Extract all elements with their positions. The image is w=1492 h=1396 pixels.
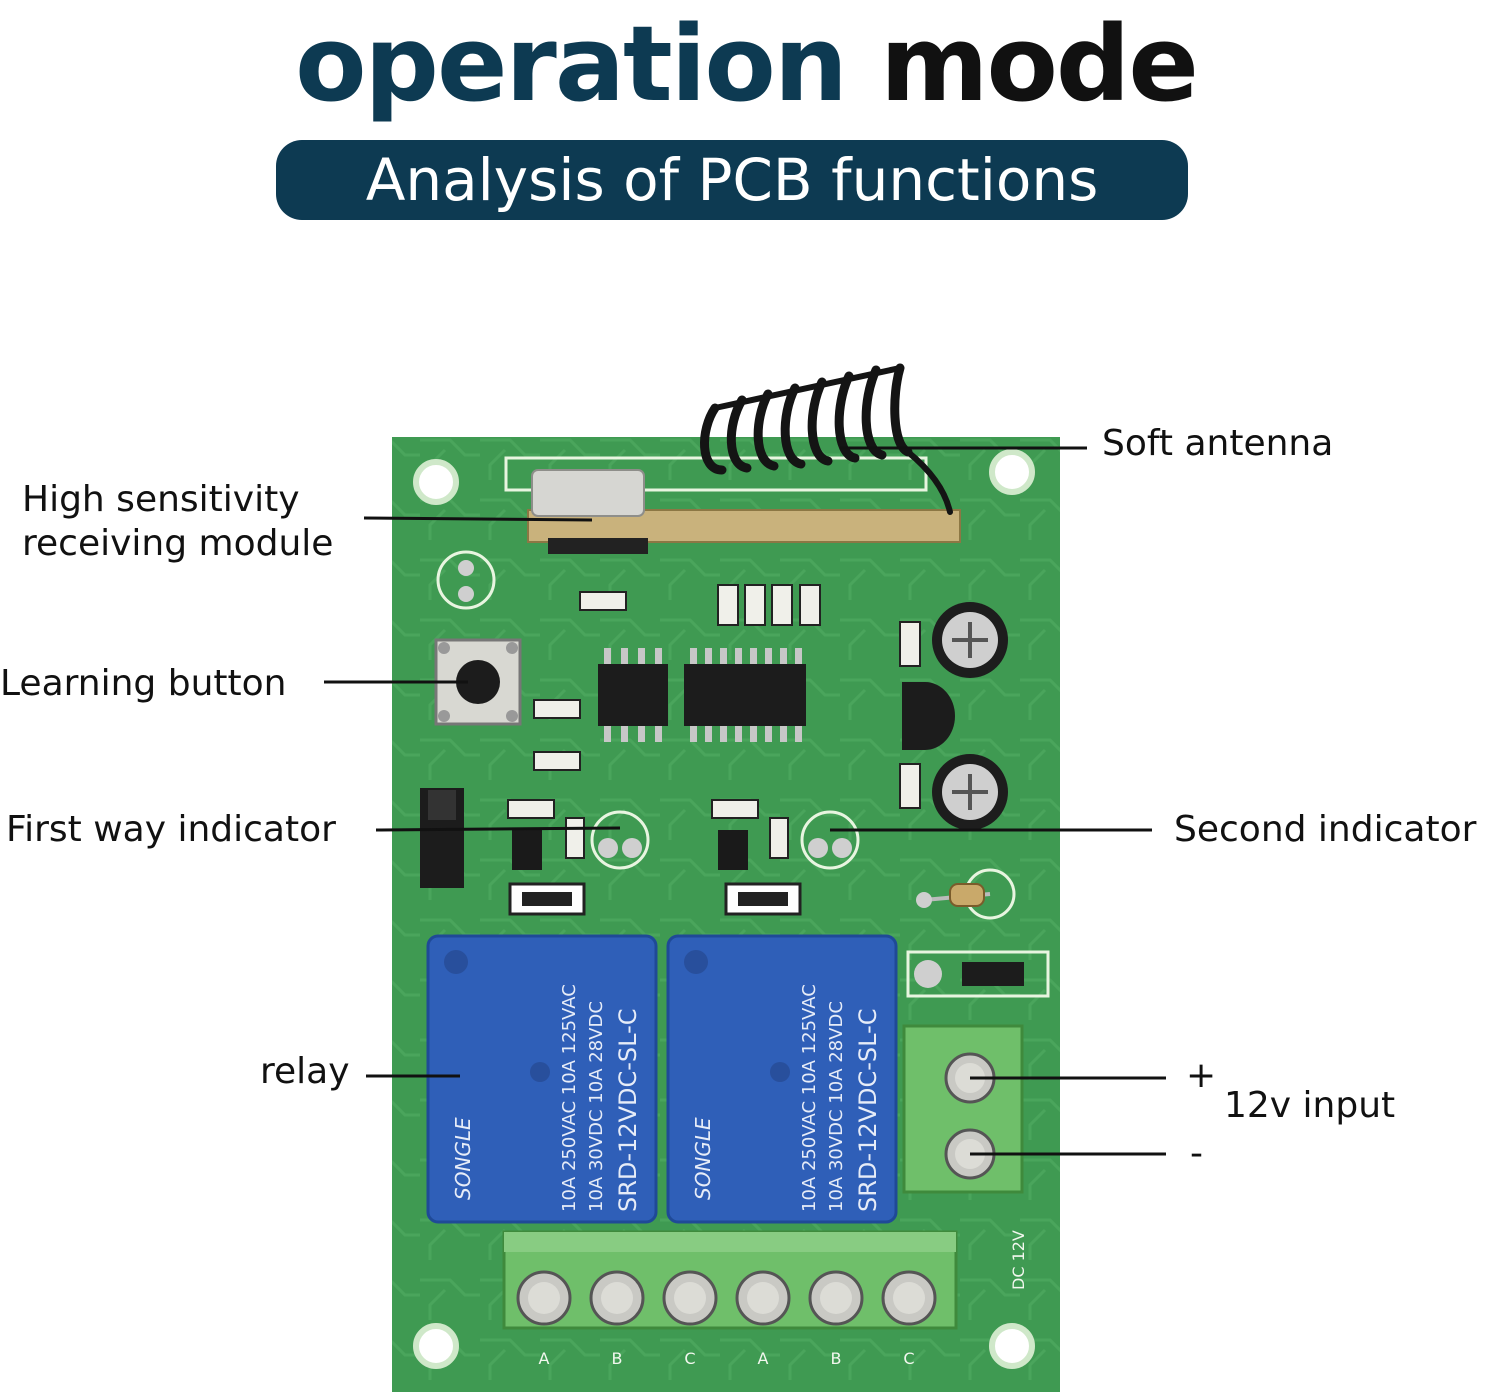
relay-2	[666, 934, 898, 1224]
terminal-screw-head	[893, 1282, 925, 1314]
leader-first-way-indicator	[375, 826, 621, 832]
mounting-hole	[413, 459, 459, 505]
label-receiving-module-line1: High sensitivity	[22, 479, 300, 520]
terminal-label: B	[612, 1349, 623, 1368]
relay-1	[426, 934, 658, 1224]
label-second-indicator: Second indicator	[1174, 809, 1477, 850]
title-word-operation: operation	[295, 3, 848, 125]
soft-antenna	[700, 363, 953, 515]
learning-button-part	[434, 638, 522, 726]
relay-2-model: SRD-12VDC-SL-C	[854, 1008, 882, 1212]
label-receiving-module-line2: receiving module	[22, 523, 334, 564]
terminal-label: A	[539, 1349, 550, 1368]
label-minus: -	[1190, 1133, 1203, 1174]
relay-1-rating-a: 10A 250VAC 10A 125VAC	[559, 984, 580, 1212]
output-terminal-block	[502, 1230, 958, 1330]
mounting-hole	[413, 1323, 459, 1369]
terminal-label: C	[903, 1349, 914, 1368]
led-indicators	[436, 550, 860, 870]
terminal-screw-head	[528, 1282, 560, 1314]
relay-1-model: SRD-12VDC-SL-C	[614, 1008, 642, 1212]
title-word-mode: mode	[880, 3, 1199, 125]
mounting-hole	[989, 1323, 1035, 1369]
relay-2-brand: SONGLE	[691, 1117, 715, 1200]
crystal-oscillator	[531, 469, 645, 517]
terminal-screw-head	[674, 1282, 706, 1314]
label-learning-button: Learning button	[0, 663, 287, 704]
leader-lines	[324, 446, 1166, 1156]
mounting-hole	[989, 449, 1035, 495]
dc-silk-label: DC 12V	[1009, 1230, 1028, 1290]
page-title: operation mode	[0, 4, 1492, 124]
relay-2-rating-a: 10A 250VAC 10A 125VAC	[799, 984, 820, 1212]
relay-1-rating-b: 10A 30VDC 10A 28VDC	[586, 1001, 607, 1212]
smd-components	[507, 584, 921, 916]
terminal-label: C	[684, 1349, 695, 1368]
terminal-screw-head	[820, 1282, 852, 1314]
leader-receiving-module	[363, 516, 593, 522]
ic-chips	[598, 648, 806, 742]
label-plus: +	[1186, 1055, 1217, 1096]
terminal-label: B	[831, 1349, 842, 1368]
terminal-screw-head	[601, 1282, 633, 1314]
receiving-module	[504, 456, 961, 554]
subtitle-banner: Analysis of PCB functions	[276, 140, 1188, 220]
terminal-label: A	[758, 1349, 769, 1368]
jumper-header	[420, 788, 464, 888]
terminal-screw-head	[747, 1282, 779, 1314]
diode-d3	[906, 950, 1050, 998]
capacitors	[932, 602, 1008, 830]
label-soft-antenna: Soft antenna	[1102, 423, 1334, 464]
ic-u2	[598, 664, 668, 726]
resistor-r1	[916, 868, 1016, 920]
relay-2-rating-b: 10A 30VDC 10A 28VDC	[826, 1001, 847, 1212]
power-terminal-block	[902, 1024, 1024, 1194]
relay-1-brand: SONGLE	[451, 1117, 475, 1200]
ic-u1	[684, 664, 806, 726]
transistor-q3	[902, 682, 955, 750]
label-12v-input: 12v input	[1224, 1085, 1396, 1126]
label-relay: relay	[260, 1051, 350, 1092]
label-first-way-indicator: First way indicator	[6, 809, 336, 850]
